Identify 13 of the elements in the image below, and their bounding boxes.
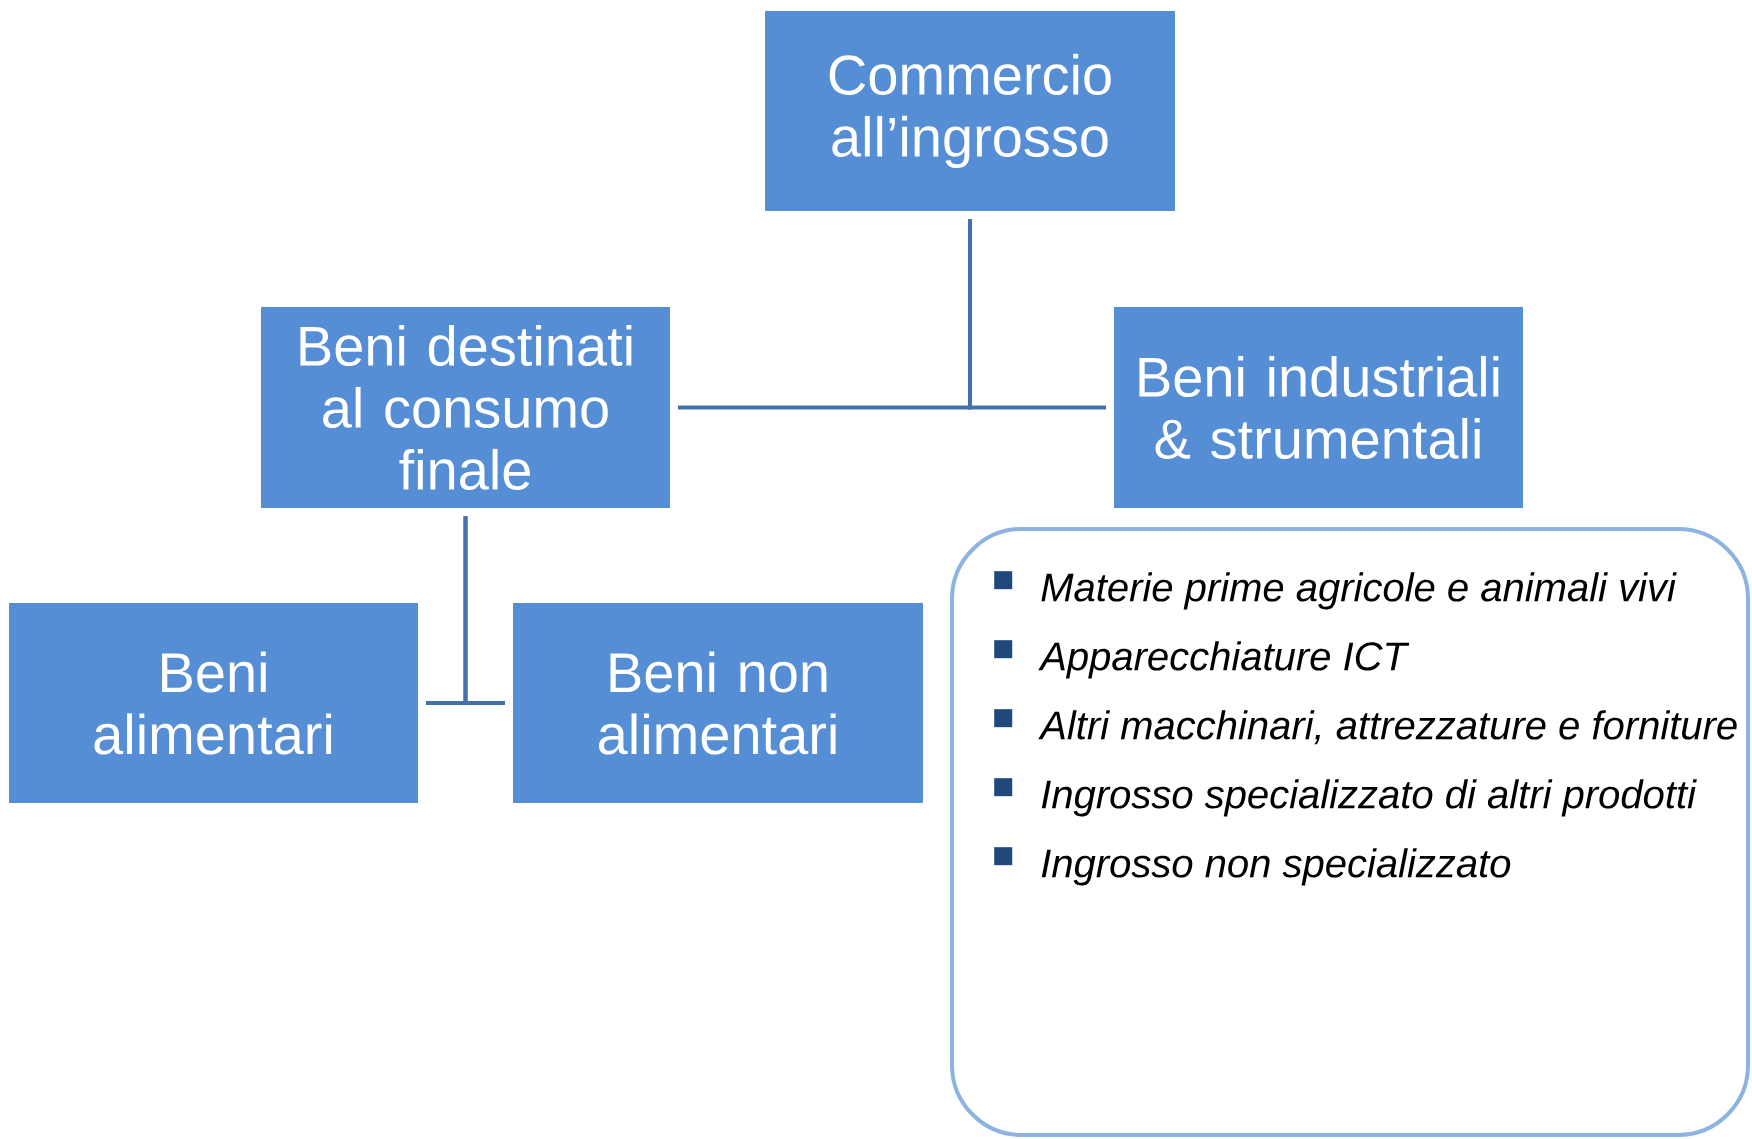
connector-line (463, 516, 505, 705)
list-box (950, 527, 1750, 1137)
category-box: Beni destinati al consumo finale (261, 307, 670, 508)
category-box: Beni industriali & strumentali (1114, 307, 1523, 508)
category-box: Beni alimentari (9, 603, 418, 803)
list-item: Materie prime agricole e animali vivi (1041, 572, 1677, 610)
list-item: Ingrosso specializzato di altri prodotti (1041, 779, 1697, 817)
connector-line (968, 219, 1106, 410)
list-item: Apparecchiature ICT (1038, 641, 1410, 679)
list-item: Ingrosso non specializzato (1041, 848, 1511, 886)
category-box: Commercio all’ingrosso (765, 11, 1175, 211)
category-box: Beni non alimentari (513, 603, 923, 803)
list-item: Altri macchinari, attrezzature e forniture (1038, 710, 1737, 745)
